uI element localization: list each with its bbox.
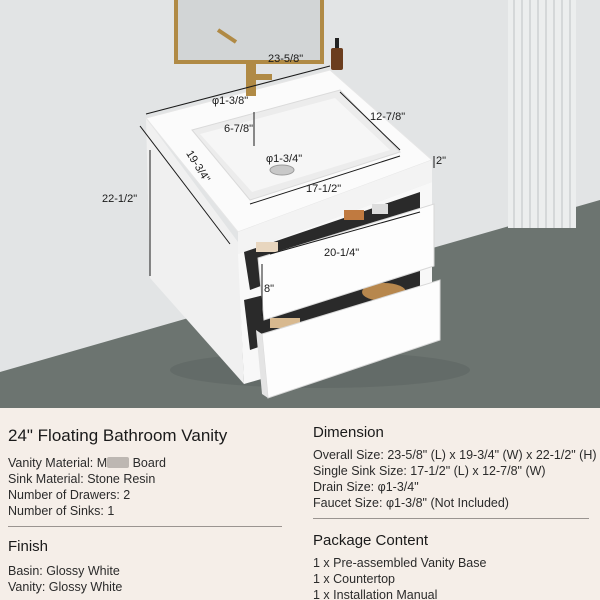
product-info-panel: 24" Floating Bathroom Vanity Vanity Mate… [0,408,600,600]
number-of-drawers: Number of Drawers: 2 [8,488,131,502]
dim-faucet-offset: 6-7/8" [224,123,253,135]
dim-faucet-hole: φ1-3/8" [212,95,248,107]
faucet-size: Faucet Size: φ1-3/8" (Not Included) [313,496,509,510]
drain-size: Drain Size: φ1-3/4" [313,480,419,494]
basin-finish: Basin: Glossy White [8,564,120,578]
dim-basin-width: 17-1/2" [306,183,341,195]
redacted-mark [107,457,130,468]
vanity-cabinet [145,62,441,399]
number-of-sinks: Number of Sinks: 1 [8,504,115,518]
dimension-lines [139,65,435,316]
divider [8,526,282,527]
overall-size: Overall Size: 23-5/8" (L) x 19-3/4" (W) … [313,448,597,462]
package-item: 1 x Pre-assembled Vanity Base [313,556,487,570]
dim-drain: φ1-3/4" [266,153,302,165]
dimension-title: Dimension [313,424,384,441]
dim-top-width: 23-5/8" [268,53,303,65]
package-item: 1 x Countertop [313,572,395,586]
dim-height: 22-1/2" [102,193,137,205]
radiator [508,0,576,228]
sink-material: Sink Material: Stone Resin [8,472,156,486]
product-photo: 23-5/8" φ1-3/8" 12-7/8" 6-7/8" φ1-3/4" 2… [0,0,600,408]
product-title: 24" Floating Bathroom Vanity [8,426,228,445]
vanity-finish: Vanity: Glossy White [8,580,123,594]
finish-title: Finish [8,538,49,555]
dim-basin-depth: 2" [436,155,446,167]
vanity-material: Vanity Material: M Board [8,456,166,470]
dim-drawer-width: 20-1/4" [324,247,359,259]
soap-bottle-icon [331,38,343,70]
mirror [174,0,324,64]
dim-basin-length: 12-7/8" [370,111,405,123]
package-item: 1 x Installation Manual [313,588,438,600]
package-title: Package Content [313,532,429,549]
dim-drawer-height: 8" [264,283,274,295]
single-sink-size: Single Sink Size: 17-1/2" (L) x 12-7/8" … [313,464,546,478]
divider [313,518,589,519]
